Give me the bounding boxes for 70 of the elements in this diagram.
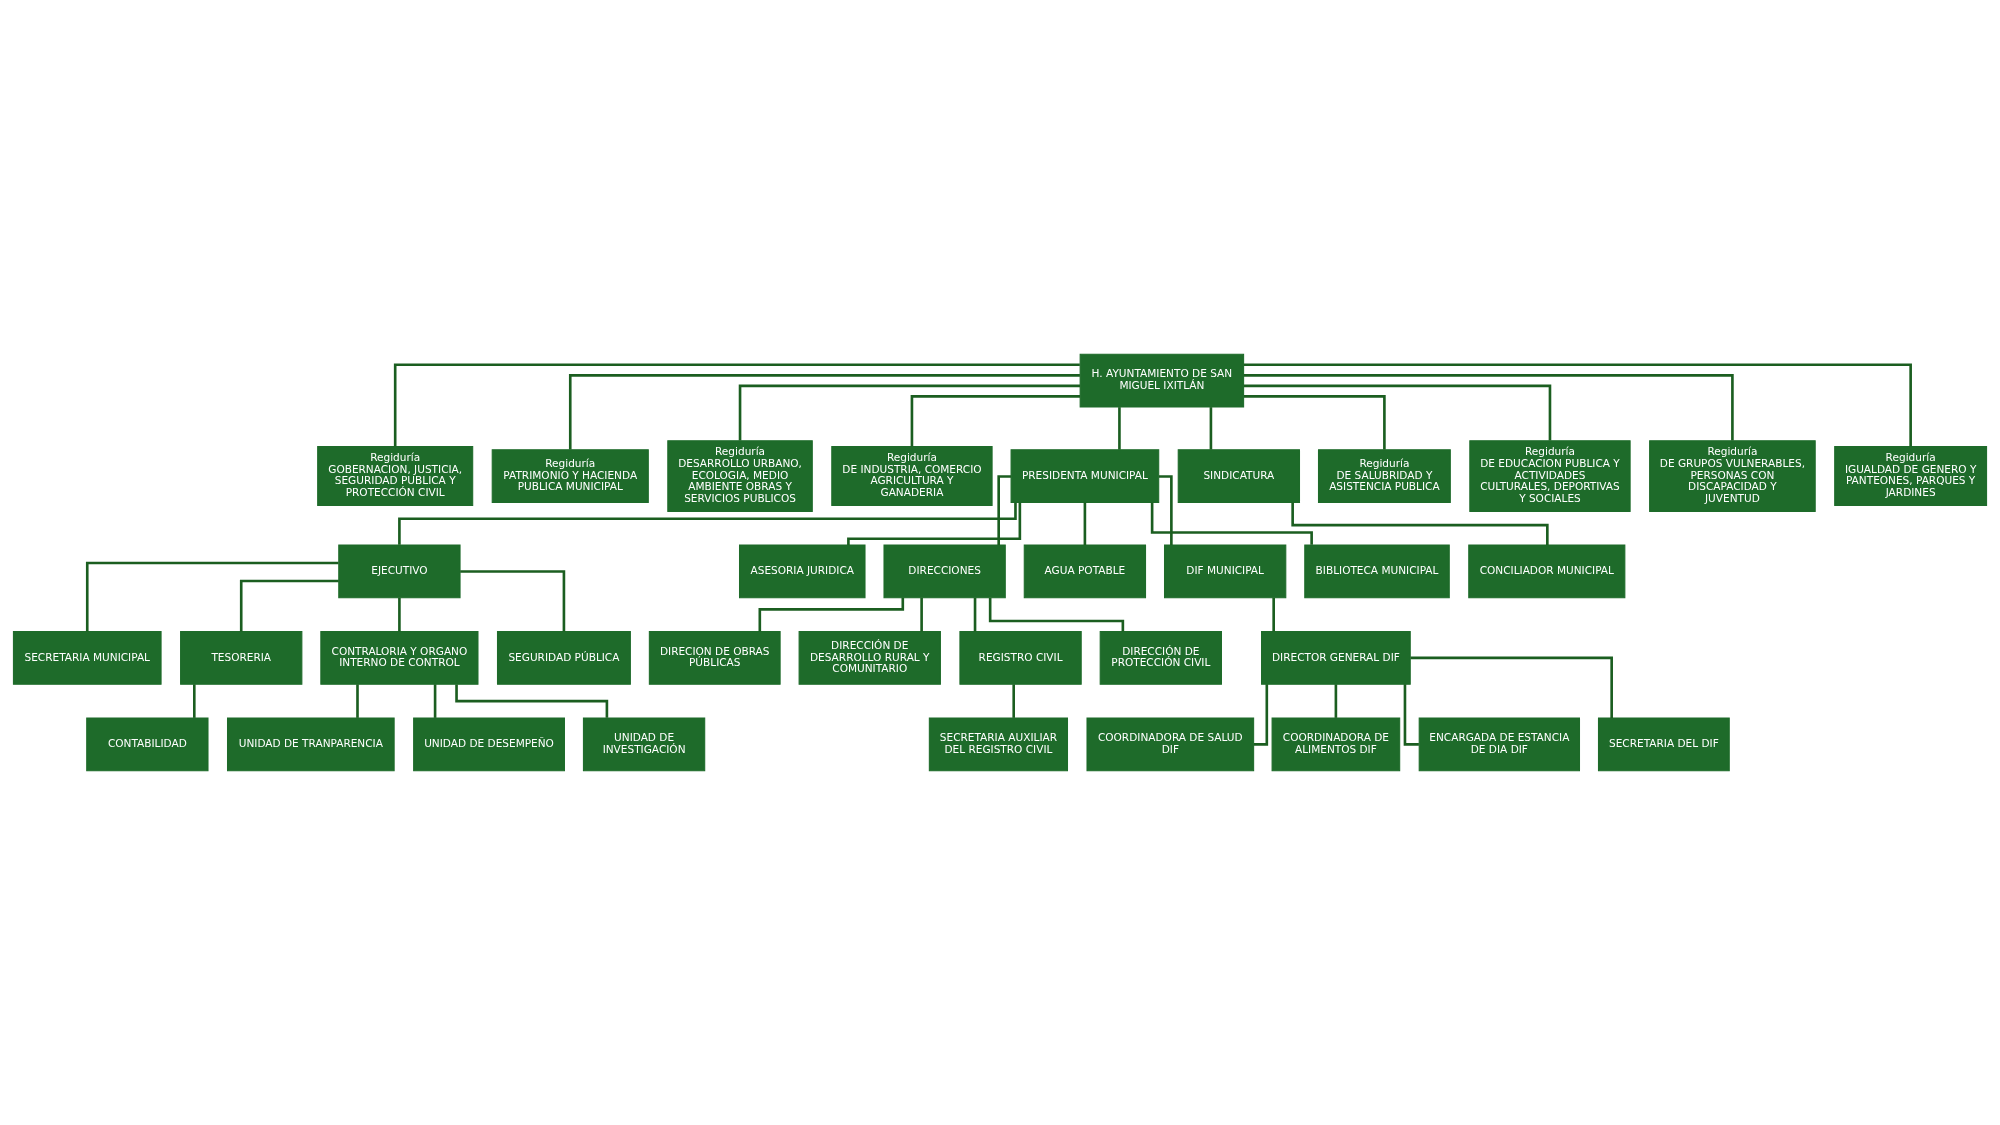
node-box: SECRETARIA DEL DIF [1597,717,1730,772]
connector [1243,374,1734,441]
connector [910,395,1081,447]
node-box: DIF MUNICIPAL [1164,544,1287,599]
connector [1243,395,1386,450]
node-box: DIRECCIÓN DE DESARROLLO RURAL Y COMUNITARIO [798,631,941,685]
connector [85,561,339,632]
connector [393,363,1080,447]
connector [1083,502,1087,546]
node-box: UNIDAD DE TRANPARENCIA [227,717,395,772]
node-box: UNIDAD DE DESEMPEÑO [413,717,565,772]
node-box: SEGURIDAD PÚBLICA [496,631,631,685]
node-box: Regiduría DE INDUSTRIA, COMERCIO AGRICULTURA Y GANADERIA [831,445,993,507]
connector [568,374,1080,450]
node-box: AGUA POTABLE [1023,544,1147,599]
node-box: EJECUTIVO [338,544,461,599]
node-box: ENCARGADA DE ESTANCIA DE DIA DIF [1418,717,1581,772]
node-box: SINDICATURA [1177,449,1301,503]
connector [988,598,1125,632]
node-box: Regiduría IGUALDAD DE GENERO Y PANTEONES, PARQUES Y JARDINES [1834,445,1988,507]
connector [847,502,1022,546]
node-box: BIBLIOTECA MUNICIPAL [1304,544,1450,599]
node-box: DIRECTOR GENERAL DIF [1261,631,1411,685]
connector [738,384,1081,441]
connector [1118,407,1121,450]
node-box: Regiduría GOBERNACION, JUSTICIA, SEGURIDAD PUBLICA Y PROTECCIÓN CIVIL [317,445,474,507]
connector [1159,475,1173,546]
connector [192,684,196,718]
connector [1150,502,1313,545]
connector [1209,407,1213,450]
connector [1334,684,1338,718]
node-box: Regiduría DE EDUCACION PUBLICA Y ACTIVIDADES CULTURALES, DEPORTIVAS Y SOCIALES [1469,440,1631,512]
connector [1243,384,1552,441]
node-box: CONTABILIDAD [86,717,209,772]
node-box: TESORERIA [180,631,303,685]
node-box: CONTRALORIA Y ORGANO INTERNO DE CONTROL [320,631,479,685]
connector [1012,684,1016,718]
node-box: Regiduría PATRIMONIO Y HACIENDA PUBLICA MUNICIPAL [491,449,649,503]
connector [356,684,359,718]
connector [1410,656,1613,718]
connector [455,684,609,718]
node-box: COORDINADORA DE SALUD DIF [1086,717,1255,772]
connector [997,475,1012,546]
connector [920,597,923,632]
connector [973,597,977,632]
node-box: Regiduría DE SALUBRIDAD Y ASISTENCIA PUBLICA [1317,449,1451,503]
connector [1272,597,1275,632]
node-box: Regiduría DESARROLLO URBANO, ECOLOGIA, MEDIO AMBIENTE OBRAS Y SERVICIOS PUBLICOS [667,440,813,512]
connector [460,570,566,632]
node-box: PRESIDENTA MUNICIPAL [1010,449,1160,503]
node-box: DIRECCIÓN DE PROTECCIÓN CIVIL [1099,631,1222,685]
connector [758,597,905,632]
connector [1243,363,1912,447]
node-box: DIRECCIONES [883,544,1006,599]
node-box: UNIDAD DE INVESTIGACIÓN [582,717,706,772]
node-box: COORDINADORA DE ALIMENTOS DIF [1271,717,1401,772]
connector [1403,684,1419,746]
node-box: CONCILIADOR MUNICIPAL [1468,544,1626,599]
connector [1253,684,1269,746]
node-box: H. AYUNTAMIENTO DE SAN MIGUEL IXITLÁN [1079,353,1245,408]
connector [398,597,401,632]
node-box: SECRETARIA AUXILIAR DEL REGISTRO CIVIL [928,717,1068,772]
node-box: DIRECION DE OBRAS PÚBLICAS [648,631,781,685]
node-box: REGISTRO CIVIL [959,631,1082,685]
connector [1291,502,1549,545]
node-box: Regiduría DE GRUPOS VULNERABLES, PERSONAS CON DISCAPACIDAD Y JUVENTUD [1649,440,1816,512]
connector [239,579,339,632]
node-box: ASESORIA JURIDICA [739,544,866,599]
node-box: SECRETARIA MUNICIPAL [12,631,162,685]
connector [433,684,437,718]
